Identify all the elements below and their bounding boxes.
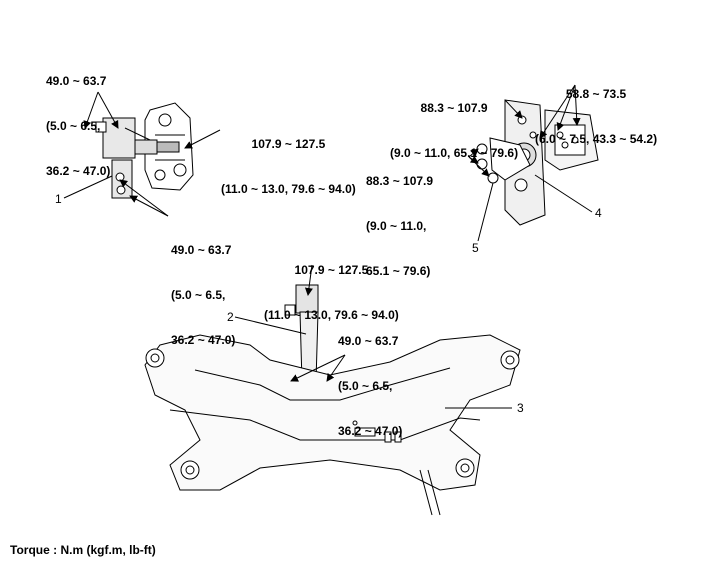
torque-line: (11.0 ~ 13.0, 79.6 ~ 94.0) (264, 308, 399, 322)
torque-line: 36.2 ~ 47.0) (171, 333, 236, 347)
subframe (144, 334, 521, 516)
torque-line: (9.0 ~ 11.0, (366, 219, 427, 233)
torque-line: 107.9 ~ 127.5 (294, 263, 369, 277)
torque-label-1: 49.0 ~ 63.7 (5.0 ~ 6.5, 36.2 ~ 47.0) (46, 44, 110, 194)
callout-2: 2 (227, 310, 234, 324)
torque-label-4: 88.3 ~ 107.9 (9.0 ~ 11.0, 65.1 ~ 79.6) (390, 71, 518, 176)
torque-label-5: 58.8 ~ 73.5 (6.0 ~ 7.5, 43.3 ~ 54.2) (535, 57, 657, 162)
torque-line: 49.0 ~ 63.7 (338, 334, 399, 348)
callout-4: 4 (595, 206, 602, 220)
torque-line: (9.0 ~ 11.0, 65.1 ~ 79.6) (390, 146, 519, 160)
callout-1: 1 (55, 192, 62, 206)
torque-label-3: 49.0 ~ 63.7 (5.0 ~ 6.5, 36.2 ~ 47.0) (171, 213, 235, 363)
torque-line: 88.3 ~ 107.9 (366, 174, 434, 188)
right-mount-assembly (476, 99, 599, 226)
torque-label-6: 88.3 ~ 107.9 (9.0 ~ 11.0, 65.1 ~ 79.6) (366, 144, 433, 294)
torque-line: (11.0 ~ 13.0, 79.6 ~ 94.0) (221, 182, 356, 196)
torque-line: 58.8 ~ 73.5 (565, 87, 627, 101)
torque-line: 107.9 ~ 127.5 (251, 137, 326, 151)
torque-line: 36.2 ~ 47.0) (338, 424, 403, 438)
torque-line: 49.0 ~ 63.7 (46, 74, 107, 88)
torque-units-note: Torque : N.m (kgf.m, lb-ft) (10, 543, 156, 557)
torque-line: 88.3 ~ 107.9 (420, 101, 488, 115)
torque-line: 49.0 ~ 63.7 (171, 243, 232, 257)
torque-line: 65.1 ~ 79.6) (366, 264, 431, 278)
callout-5: 5 (472, 241, 479, 255)
torque-line: (5.0 ~ 6.5, (338, 379, 393, 393)
torque-line: (5.0 ~ 6.5, (171, 288, 226, 302)
leader-lines (63, 84, 593, 409)
torque-label-7: 107.9 ~ 127.5 (11.0 ~ 13.0, 79.6 ~ 94.0) (264, 233, 399, 338)
callout-3: 3 (517, 401, 524, 415)
left-mount-bracket (95, 102, 194, 199)
torque-label-2: 107.9 ~ 127.5 (11.0 ~ 13.0, 79.6 ~ 94.0) (221, 107, 356, 212)
torque-line: (6.0 ~ 7.5, 43.3 ~ 54.2) (535, 132, 658, 146)
torque-line: 36.2 ~ 47.0) (46, 164, 111, 178)
torque-label-8: 49.0 ~ 63.7 (5.0 ~ 6.5, 36.2 ~ 47.0) (338, 304, 402, 454)
torque-line: (5.0 ~ 6.5, (46, 119, 101, 133)
